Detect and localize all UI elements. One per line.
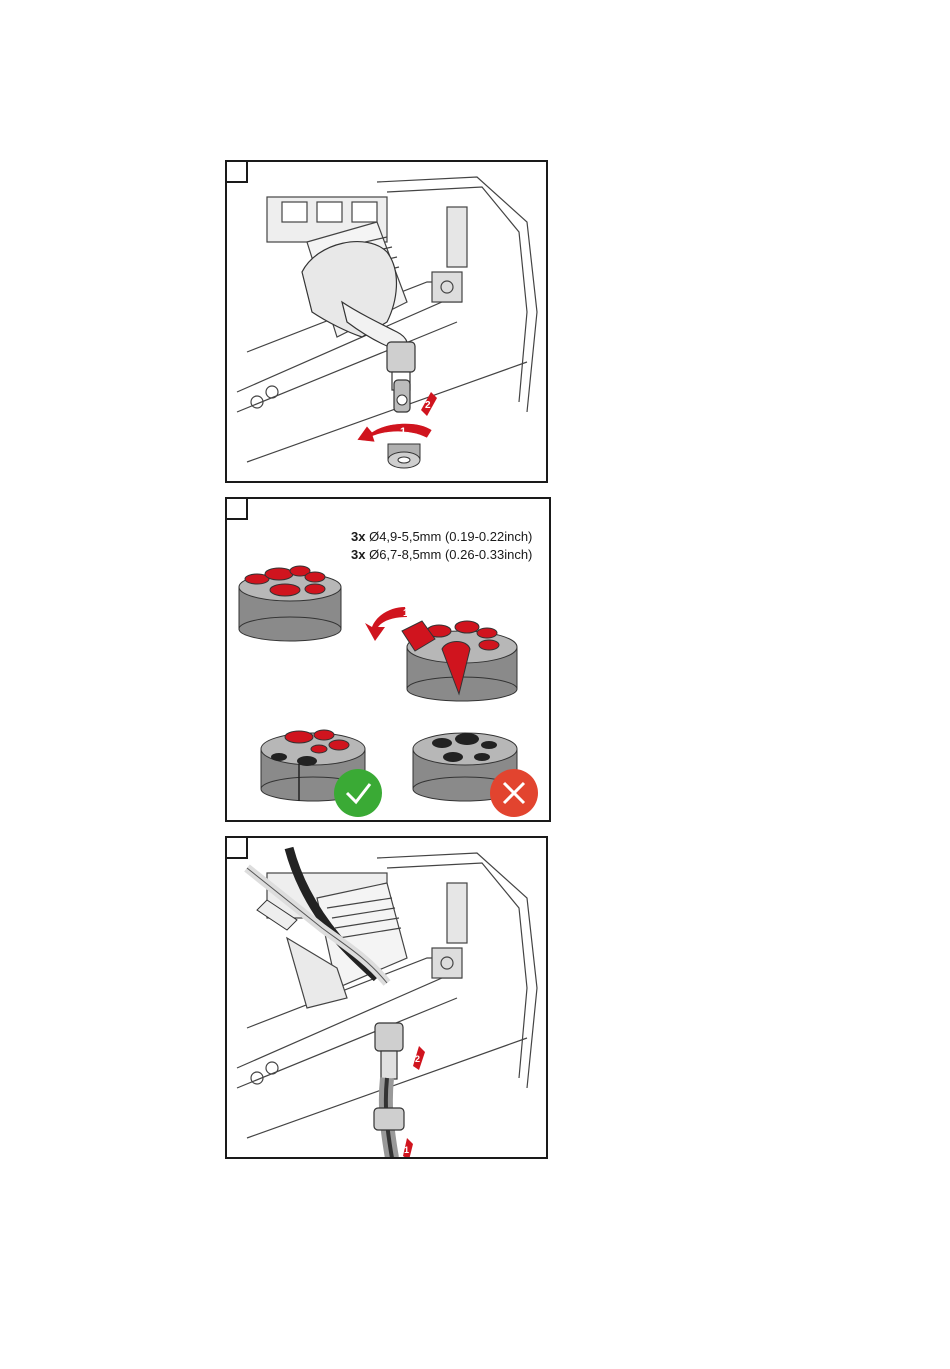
step-2-checkbox <box>227 499 248 520</box>
step-1-arrow-2-label: 2 <box>425 400 431 411</box>
step-1-illustration: 2 1 <box>227 162 548 483</box>
spec-line-2-qty: 3x <box>351 547 365 562</box>
step-1-arrow-1-label: 1 <box>400 426 406 438</box>
step-2-arrow-label: 1 <box>403 608 409 619</box>
insert-with-plugs <box>239 566 341 641</box>
remove-plug-arrow <box>365 607 407 641</box>
step-1-panel: 2 1 <box>225 160 548 483</box>
step-3-checkbox <box>227 838 248 859</box>
step-3-arrow-2-label: 2 <box>415 1054 420 1064</box>
correct-badge <box>334 769 382 817</box>
step-3-illustration: 2 1 <box>227 838 548 1159</box>
spec-line-2: 3x Ø6,7-8,5mm (0.26-0.33inch) <box>351 547 532 562</box>
spec-line-1: 3x Ø4,9-5,5mm (0.19-0.22inch) <box>351 529 532 544</box>
spec-line-2-text: Ø6,7-8,5mm (0.26-0.33inch) <box>369 547 532 562</box>
step-3-arrow-1-label: 1 <box>404 1145 409 1155</box>
step-1-checkbox <box>227 162 248 183</box>
insert-removing-plug <box>402 621 517 701</box>
step-3-panel: 2 1 <box>225 836 548 1159</box>
spec-line-1-text: Ø4,9-5,5mm (0.19-0.22inch) <box>369 529 532 544</box>
step-2-panel: 3x Ø4,9-5,5mm (0.19-0.22inch) 3x Ø6,7-8,… <box>225 497 551 822</box>
spec-line-1-qty: 3x <box>351 529 365 544</box>
